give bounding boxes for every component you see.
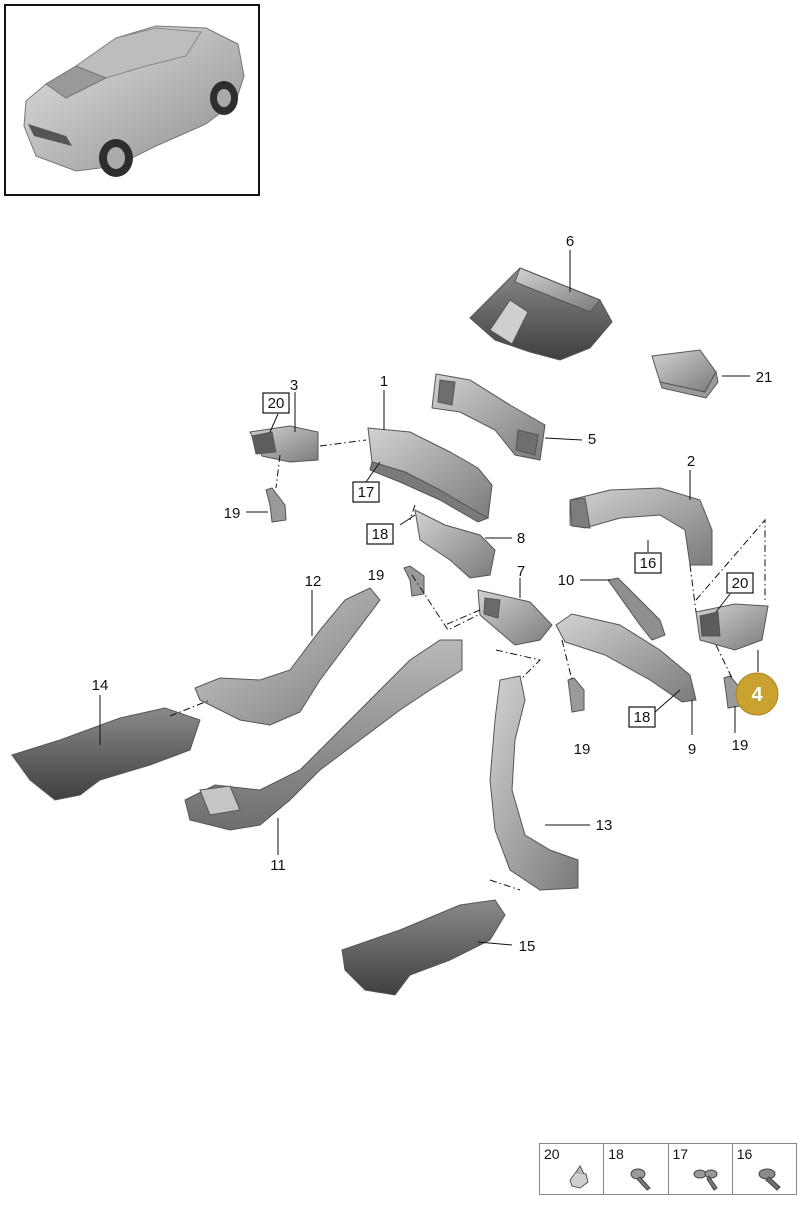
callout-label[interactable]: 2: [687, 453, 695, 470]
callout-20[interactable]: 20: [726, 572, 754, 594]
part-14-cover: [11, 707, 201, 801]
highlight-circle[interactable]: [735, 672, 779, 716]
callout-9[interactable]: 9: [688, 741, 696, 758]
callout-label[interactable]: 19: [732, 737, 749, 754]
part-10-strut: [607, 577, 666, 641]
callout-7[interactable]: 7: [517, 563, 525, 580]
callout-label[interactable]: 13: [596, 817, 613, 834]
part-11-duct: [184, 639, 463, 831]
callout-16[interactable]: 16: [634, 552, 662, 574]
part-1-duct: [367, 427, 493, 523]
part-6-tray: [469, 267, 613, 361]
callout-12[interactable]: 12: [305, 573, 322, 590]
leader-lines: [99, 250, 759, 946]
clip-nut-icon: [569, 1165, 589, 1189]
callout-label[interactable]: 16: [640, 555, 657, 572]
callout-label[interactable]: 15: [519, 938, 536, 955]
callout-1[interactable]: 1: [380, 373, 388, 390]
callout-box[interactable]: [634, 552, 662, 574]
callout-label[interactable]: 6: [566, 233, 574, 250]
callout-label[interactable]: 20: [268, 395, 285, 412]
callout-5[interactable]: 5: [588, 431, 596, 448]
part-21-module: [651, 349, 719, 399]
callout-10[interactable]: 10: [558, 572, 575, 589]
part-8-duct: [414, 509, 496, 579]
callout-label[interactable]: 19: [224, 505, 241, 522]
callout-19[interactable]: 19: [732, 737, 749, 754]
callout-19[interactable]: 19: [224, 505, 241, 522]
callout-15[interactable]: 15: [519, 938, 536, 955]
callout-box[interactable]: [628, 706, 656, 728]
part-5-vent: [431, 373, 546, 461]
callout-label[interactable]: 9: [688, 741, 696, 758]
callout-label[interactable]: 18: [634, 709, 651, 726]
callout-label[interactable]: 8: [517, 530, 525, 547]
callout-19[interactable]: 19: [574, 741, 591, 758]
fastener-19-a: [265, 487, 287, 523]
highlight-label[interactable]: 4: [751, 684, 763, 706]
legend-cell-16[interactable]: 16: [733, 1144, 796, 1194]
car-icon: [23, 25, 245, 177]
callout-box[interactable]: [726, 572, 754, 594]
callout-label[interactable]: 12: [305, 573, 322, 590]
callout-label[interactable]: 19: [574, 741, 591, 758]
legend-number: 17: [672, 1146, 689, 1162]
callout-18[interactable]: 18: [628, 706, 656, 728]
callout-8[interactable]: 8: [517, 530, 525, 547]
callout-label[interactable]: 10: [558, 572, 575, 589]
legend-number: 18: [608, 1146, 624, 1162]
callout-label[interactable]: 7: [517, 563, 525, 580]
fastener-19-c: [567, 677, 585, 713]
legend-number: 16: [736, 1146, 753, 1162]
callout-17[interactable]: 17: [352, 481, 380, 503]
legend-number: 20: [544, 1146, 560, 1162]
callout-11[interactable]: 11: [270, 857, 286, 874]
legend-cell-17[interactable]: 17: [669, 1144, 733, 1194]
callout-label[interactable]: 17: [358, 484, 375, 501]
screw-icon: [630, 1168, 652, 1191]
callout-box[interactable]: [352, 481, 380, 503]
callout-label[interactable]: 14: [92, 677, 109, 694]
assembly-lines: [169, 439, 766, 891]
callout-19[interactable]: 19: [368, 567, 385, 584]
callout-18[interactable]: 18: [366, 523, 394, 545]
fastener-legend: 20 18 17 16: [539, 1143, 797, 1195]
callout-2[interactable]: 2: [687, 453, 695, 470]
callout-13[interactable]: 13: [596, 817, 613, 834]
callout-14[interactable]: 14: [92, 677, 109, 694]
part-3-vent: [249, 425, 319, 463]
part-13-duct: [489, 675, 579, 891]
callout-20[interactable]: 20: [262, 392, 290, 414]
callout-label[interactable]: 20: [732, 575, 749, 592]
callout-box[interactable]: [366, 523, 394, 545]
flange-screw-icon: [758, 1168, 781, 1191]
bolt-washer-icon: [693, 1169, 718, 1191]
part-12-duct: [194, 587, 381, 726]
part-7-bracket: [477, 589, 553, 646]
callout-6[interactable]: 6: [566, 233, 574, 250]
callout-21[interactable]: 21: [756, 369, 773, 386]
legend-cell-18[interactable]: 18: [604, 1144, 669, 1194]
highlight-callout[interactable]: 4: [735, 672, 779, 716]
part-20-vent: [695, 603, 769, 651]
callout-label[interactable]: 21: [756, 369, 773, 386]
legend-cell-20[interactable]: 20: [540, 1144, 605, 1194]
callout-label[interactable]: 18: [372, 526, 389, 543]
callout-label[interactable]: 11: [270, 857, 286, 874]
callout-3[interactable]: 3: [290, 377, 298, 394]
vehicle-thumbnail: [4, 4, 260, 196]
callout-label[interactable]: 5: [588, 431, 596, 448]
callout-label[interactable]: 1: [380, 373, 388, 390]
callout-box[interactable]: [262, 392, 290, 414]
fastener-19-b: [403, 565, 425, 597]
callout-label[interactable]: 3: [290, 377, 298, 394]
callout-label[interactable]: 19: [368, 567, 385, 584]
part-15-cover: [341, 899, 506, 996]
part-9-duct: [555, 613, 697, 703]
